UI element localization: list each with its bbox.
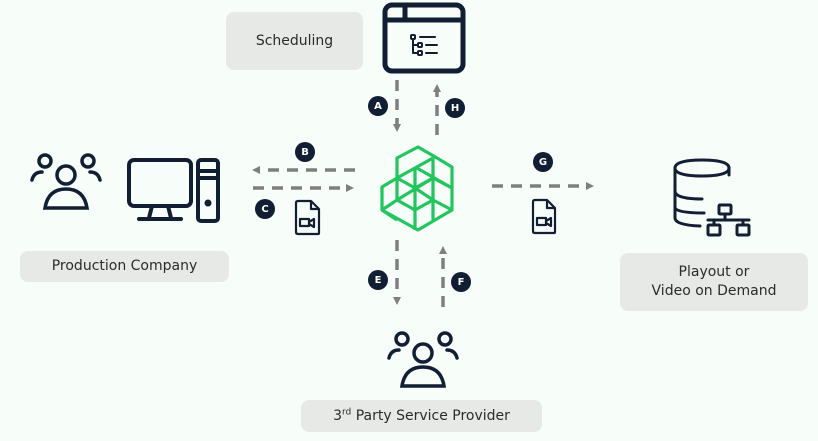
video-file-icon <box>531 198 557 235</box>
people-icon <box>387 331 459 388</box>
video-file-icon <box>294 199 321 236</box>
third-party-provider-label-text: 3rd Party Service Provider <box>333 406 510 424</box>
playout-vod-label: Playout or Video on Demand <box>620 253 808 311</box>
badge-b: B <box>295 142 315 162</box>
production-company-label: Production Company <box>20 251 229 282</box>
people-icon <box>30 153 102 210</box>
badge-e: E <box>368 270 388 290</box>
desktop-computer-icon <box>127 158 220 223</box>
third-party-provider-label: 3rd Party Service Provider <box>301 400 542 432</box>
scheduling-label: Scheduling <box>226 12 363 70</box>
database-network-icon <box>673 158 751 237</box>
playout-label-line2: Video on Demand <box>651 283 777 299</box>
browser-window-tree-icon <box>382 2 466 74</box>
badge-g: G <box>533 152 553 172</box>
playout-label-line1: Playout or <box>678 264 750 280</box>
production-company-label-text: Production Company <box>51 258 198 274</box>
badge-a: A <box>368 96 388 116</box>
scheduling-label-text: Scheduling <box>255 32 334 49</box>
green-hexagon-cube-logo <box>380 145 454 232</box>
badge-f: F <box>451 272 471 292</box>
badge-c: C <box>255 199 275 219</box>
badge-h: H <box>445 98 465 118</box>
